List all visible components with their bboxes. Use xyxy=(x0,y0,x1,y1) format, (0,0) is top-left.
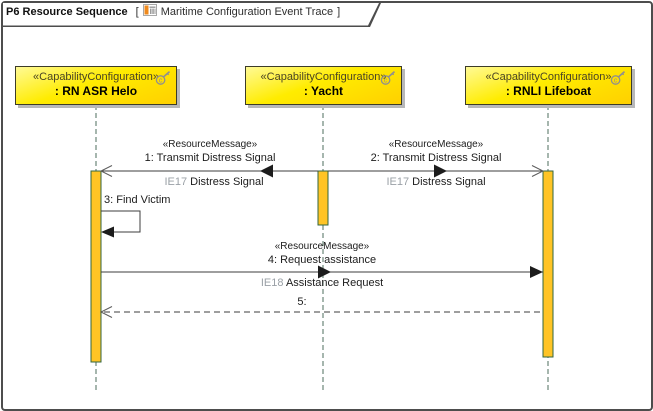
activation-yacht[interactable] xyxy=(317,170,329,226)
capability-configuration-icon: c xyxy=(155,70,172,86)
stereotype-label: «CapabilityConfiguration» xyxy=(485,71,612,83)
capability-configuration-icon: c xyxy=(380,70,397,86)
diagram-title: P6 Resource Sequence xyxy=(6,5,128,18)
exchange-name: Assistance Request xyxy=(285,277,384,289)
exchange-name: Distress Signal xyxy=(190,176,264,188)
stereotype-label: «CapabilityConfiguration» xyxy=(260,71,387,83)
diagram-title-tab xyxy=(3,3,381,27)
message-4-filled-arrowhead xyxy=(530,266,543,278)
capability-configuration-icon: c xyxy=(610,70,627,86)
diagram-subtitle: Maritime Configuration Event Trace xyxy=(160,5,334,18)
svg-text:c: c xyxy=(614,77,618,84)
bracket-close: ] xyxy=(337,5,341,18)
lifeline-head-rnli-lifeboat[interactable]: «CapabilityConfiguration» : RNLI Lifeboa… xyxy=(465,66,632,105)
lifeline-name: : RN ASR Helo xyxy=(54,84,138,98)
exchange-id: IE18 xyxy=(260,277,284,289)
exchange-id: IE17 xyxy=(386,176,410,188)
exchange-id: IE17 xyxy=(164,176,188,188)
message-5-open-arrowhead xyxy=(99,306,113,318)
message-3-filled-arrowhead xyxy=(101,226,114,238)
diagram-title-tab-fill xyxy=(3,3,379,26)
message-2-label: 2: Transmit Distress Signal xyxy=(370,152,502,164)
activation-rnli-lifeboat[interactable] xyxy=(542,170,554,358)
lifeline-head-rn-asr-helo[interactable]: «CapabilityConfiguration» : RN ASR Helo … xyxy=(15,66,177,105)
message-2-exchange-label: IE17 Distress Signal xyxy=(386,176,485,188)
message-2-stereotype: «ResourceMessage» xyxy=(388,139,484,150)
lifeline-head-yacht[interactable]: «CapabilityConfiguration» : Yacht c xyxy=(245,66,402,105)
message-1-label: 1: Transmit Distress Signal xyxy=(144,152,276,164)
message-2-flow-direction-icon xyxy=(434,164,447,178)
bracket-open: [ xyxy=(135,5,139,18)
message-1-open-arrowhead xyxy=(99,165,113,177)
diagram-title-bar: P6 Resource Sequence [ Maritime Configur… xyxy=(6,0,340,23)
message-4-exchange-label: IE18 Assistance Request xyxy=(261,277,383,289)
svg-text:c: c xyxy=(384,77,388,84)
lifeline-name: : RNLI Lifeboat xyxy=(505,84,592,98)
message-4-label: 4: Request assistance xyxy=(267,254,377,266)
svg-text:c: c xyxy=(159,77,163,84)
message-4-flow-direction-icon xyxy=(318,265,331,279)
message-5-label: 5: xyxy=(297,296,307,308)
message-2-open-arrowhead xyxy=(531,165,545,177)
activation-rn-asr-helo[interactable] xyxy=(90,170,102,363)
message-3-self-loop[interactable] xyxy=(101,210,141,233)
message-1-flow-direction-icon xyxy=(260,164,273,178)
exchange-name: Distress Signal xyxy=(412,176,486,188)
message-3-label: 3: Find Victim xyxy=(104,194,171,206)
message-1-stereotype: «ResourceMessage» xyxy=(162,139,258,150)
lifeline-name: : Yacht xyxy=(303,84,344,98)
stereotype-label: «CapabilityConfiguration» xyxy=(33,71,159,83)
message-1-exchange-label: IE17 Distress Signal xyxy=(164,176,263,188)
message-4-stereotype: «ResourceMessage» xyxy=(274,241,370,252)
sequence-diagram-icon xyxy=(142,4,157,19)
